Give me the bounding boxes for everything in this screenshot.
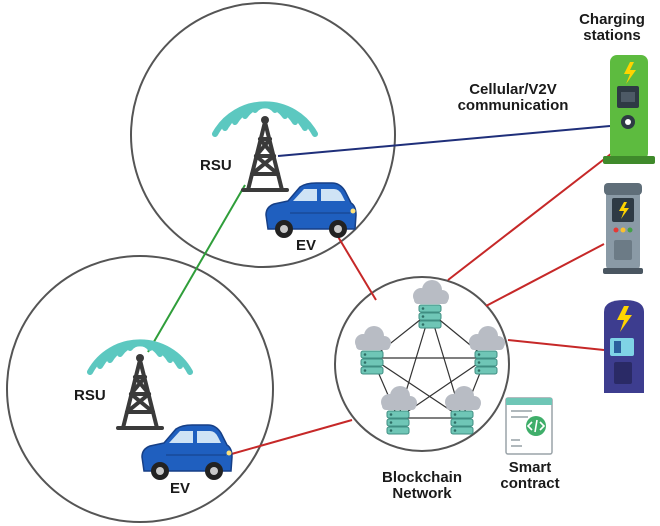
blockchain-network-label-line2: Network — [392, 484, 452, 502]
charging-stations-label-line1: Charging — [579, 11, 645, 28]
blockchain-node-right — [468, 325, 506, 375]
smart-contract-label-line2: contract — [500, 474, 560, 492]
rsu-to-rsu-link-line — [147, 184, 246, 353]
blockchain-node-bottom-right — [444, 385, 482, 435]
charging-station-grey-icon — [603, 183, 643, 274]
blockchain-node-bottom-left — [380, 385, 418, 435]
smart-contract-label-line1: Smart — [508, 459, 552, 476]
cellular-link-line — [277, 125, 611, 157]
rsu-bottom-tower-icon — [90, 342, 190, 428]
charging-stations-label-line2: stations — [583, 26, 641, 44]
charging-station-green-icon — [603, 55, 655, 164]
rsu-top-tower-icon — [215, 104, 315, 190]
blockchain-network-circle — [334, 276, 510, 452]
charging-stations-label: Charging stations — [568, 12, 656, 44]
ev-bottom-blockchain-link-line — [227, 419, 353, 456]
ev-bottom-label: EV — [170, 480, 191, 497]
station-purple-blockchain-link-line — [507, 339, 605, 351]
cellular-v2v-label-line1: Cellular/V2V — [469, 81, 557, 98]
rsu-bottom-label: RSU — [74, 387, 106, 404]
blockchain-network-label: Blockchain Network — [374, 470, 470, 502]
rsu-bottom-coverage-circle — [6, 255, 274, 523]
station-grey-blockchain-link-line — [485, 243, 605, 307]
ev-top-blockchain-link-line — [333, 229, 377, 301]
cellular-v2v-communication-label: Cellular/V2V communication — [448, 82, 578, 114]
ev-top-label: EV — [296, 237, 317, 254]
charging-station-purple-icon — [604, 300, 644, 393]
smart-contract-document-icon — [505, 397, 553, 455]
rsu-top-label: RSU — [200, 157, 232, 174]
blockchain-network-label-line1: Blockchain — [381, 469, 463, 486]
cellular-v2v-label-line2: communication — [457, 96, 569, 114]
station-green-blockchain-link-line — [447, 149, 617, 281]
ev-bottom-car-icon — [141, 424, 233, 481]
smart-contract-label: Smart contract — [486, 460, 574, 492]
rsu-top-coverage-circle — [130, 2, 396, 268]
